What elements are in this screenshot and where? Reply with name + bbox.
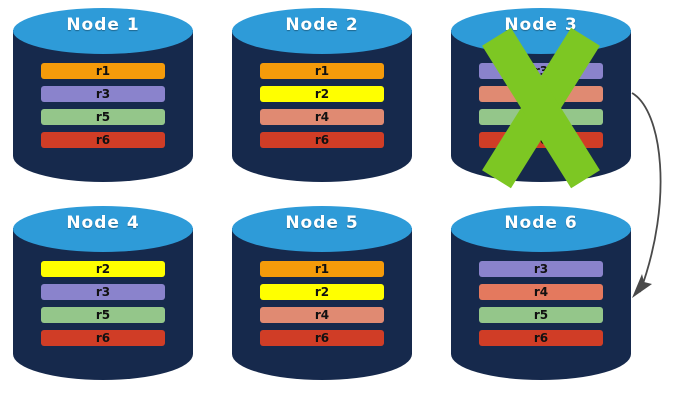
database-node-5[interactable]: Node 5 r1 r2 r4 r6 [232,206,412,386]
node-label: Node 3 [504,15,578,35]
database-node-1[interactable]: Node 1 r1 r3 r5 r6 [13,8,193,188]
data-fragment[interactable]: r2 [260,284,384,300]
data-fragment[interactable]: r4 [479,86,603,102]
database-node-4[interactable]: Node 4 r2 r3 r5 r6 [13,206,193,386]
node-label: Node 6 [504,213,578,233]
data-fragment[interactable]: r4 [260,307,384,323]
data-fragment-list: r3 r4 r5 r6 [479,63,603,148]
data-fragment[interactable]: r5 [479,307,603,323]
cylinder-body [232,228,412,380]
database-node-2[interactable]: Node 2 r1 r2 r4 r6 [232,8,412,188]
data-fragment-list: r1 r2 r4 r6 [260,63,384,148]
data-fragment[interactable]: r5 [41,109,165,125]
database-node-6[interactable]: Node 6 r3 r4 r5 r6 [451,206,631,386]
data-fragment[interactable]: r4 [260,109,384,125]
node-label: Node 2 [285,15,359,35]
data-fragment[interactable]: r2 [260,86,384,102]
arrowhead [632,274,652,298]
cylinder-top-ellipse [13,206,193,252]
data-fragment[interactable]: r6 [479,330,603,346]
data-fragment[interactable]: r2 [41,261,165,277]
data-fragment-list: r3 r4 r5 r6 [479,261,603,346]
cylinder-top-ellipse [451,206,631,252]
data-fragment[interactable]: r3 [479,63,603,79]
data-fragment[interactable]: r6 [260,132,384,148]
database-node-3[interactable]: Node 3 r3 r4 r5 r6 [451,8,631,189]
cylinder-body [13,30,193,182]
data-fragment[interactable]: r1 [260,261,384,277]
node-label: Node 1 [66,15,140,35]
data-fragment[interactable]: r4 [479,284,603,300]
data-fragment[interactable]: r3 [479,261,603,277]
cylinder-top-ellipse [232,206,412,252]
node-label: Node 5 [285,213,359,233]
data-fragment[interactable]: r6 [260,330,384,346]
data-fragment-list: r2 r3 r5 r6 [41,261,165,346]
data-fragment[interactable]: r6 [41,132,165,148]
data-fragment[interactable]: r5 [41,307,165,323]
data-fragment[interactable]: r1 [260,63,384,79]
data-fragment[interactable]: r5 [479,109,603,125]
data-fragment[interactable]: r6 [41,330,165,346]
data-fragment-list: r1 r2 r4 r6 [260,261,384,346]
cylinder-body [232,30,412,182]
data-fragment[interactable]: r3 [41,284,165,300]
node-label: Node 4 [66,213,140,233]
data-fragment[interactable]: r1 [41,63,165,79]
cylinder-top-ellipse [232,8,412,54]
cylinder-top-ellipse [13,8,193,54]
data-fragment-list: r1 r3 r5 r6 [41,63,165,148]
data-fragment[interactable]: r3 [41,86,165,102]
cylinder-body [13,228,193,380]
cylinder-body [451,228,631,380]
data-fragment[interactable]: r6 [479,132,603,148]
